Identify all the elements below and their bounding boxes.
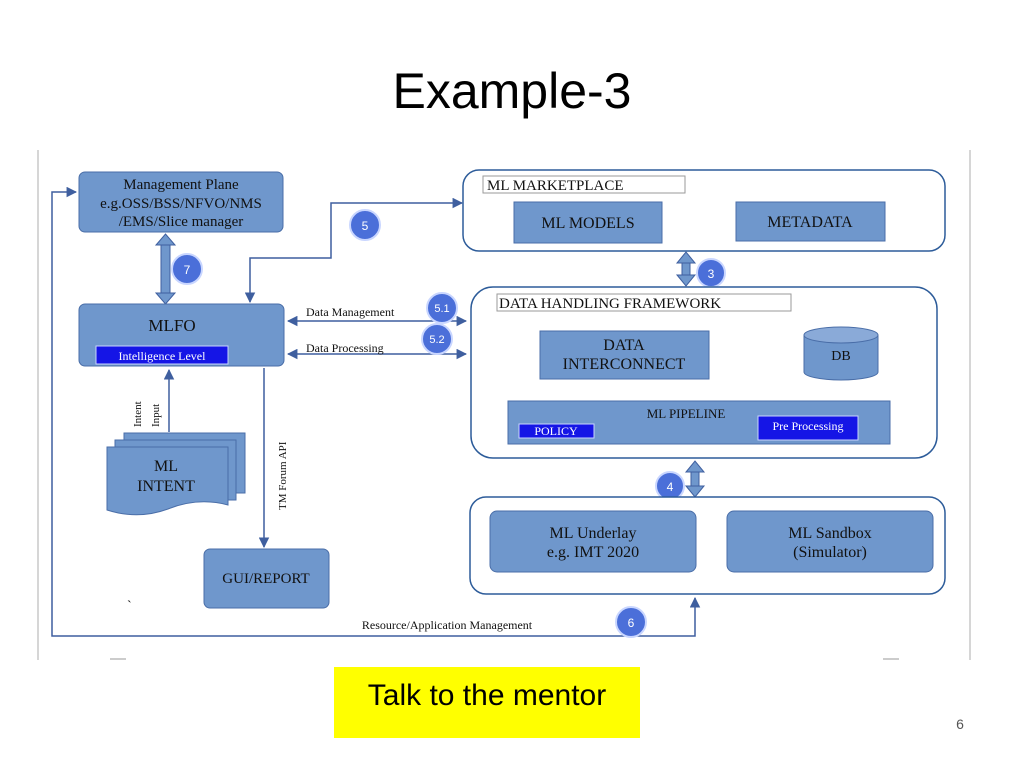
data-handling-framework-title: DATA HANDLING FRAMEWORK — [499, 296, 721, 312]
data-interconnect-line1: DATA — [603, 337, 645, 354]
svg-text:5.1: 5.1 — [434, 303, 449, 315]
badge-4: 4 — [655, 471, 685, 501]
ml-sandbox-line1: ML Sandbox — [788, 525, 871, 542]
data-management-label: Data Management — [306, 305, 395, 319]
ml-intent-document: ML INTENT — [106, 432, 246, 516]
ml-intent-line1: ML — [154, 458, 178, 475]
resource-management-connector — [51, 186, 701, 637]
svg-text:5: 5 — [362, 219, 369, 233]
resource-management-label: Resource/Application Management — [362, 618, 533, 632]
management-plane-box: Management Plane e.g.OSS/BSS/NFVO/NMS /E… — [78, 171, 284, 233]
metadata-label: METADATA — [767, 214, 853, 231]
gui-report-box: GUI/REPORT — [203, 548, 330, 609]
gui-report-label: GUI/REPORT — [222, 571, 309, 587]
ml-models-label: ML MODELS — [541, 215, 634, 232]
data-handling-framework-container: DATA HANDLING FRAMEWORK DATA INTERCONNEC… — [470, 286, 938, 459]
svg-text:4: 4 — [667, 480, 674, 494]
badge-5: 5 — [349, 209, 381, 241]
underlay-container: ML Underlay e.g. IMT 2020 ML Sandbox (Si… — [469, 496, 946, 595]
preprocessing-label: Pre Processing — [773, 419, 844, 433]
badge-7: 7 — [171, 253, 203, 285]
badge-5-2: 5.2 — [421, 323, 453, 355]
ml-marketplace-title: ML MARKETPLACE — [487, 178, 624, 194]
link-3-arrow — [675, 251, 697, 287]
ml-pipeline-label: ML PIPELINE — [647, 406, 726, 421]
mlfo-title: MLFO — [148, 316, 195, 335]
slide-title: Example-3 — [392, 63, 632, 119]
svg-text:6: 6 — [628, 616, 635, 630]
link-4-arrow — [684, 460, 706, 498]
ml-underlay-line2: e.g. IMT 2020 — [547, 544, 639, 561]
ml-underlay-line1: ML Underlay — [550, 525, 637, 542]
badge-3: 3 — [696, 258, 726, 288]
data-interconnect-line2: INTERCONNECT — [563, 356, 686, 373]
svg-text:3: 3 — [708, 267, 715, 281]
talk-to-mentor-note: Talk to the mentor — [334, 667, 640, 738]
badge-5-1: 5.1 — [426, 292, 458, 324]
intent-input-label-2: Input — [150, 404, 162, 427]
link-5-connector — [244, 197, 464, 304]
intent-input-label-1: Intent — [132, 401, 144, 427]
ml-sandbox-line2: (Simulator) — [793, 544, 867, 561]
badge-6: 6 — [615, 606, 647, 638]
ml-marketplace-container: ML MARKETPLACE ML MODELS METADATA — [462, 169, 946, 252]
database-icon: DB — [803, 326, 879, 381]
management-plane-line2: e.g.OSS/BSS/NFVO/NMS — [100, 196, 262, 212]
page-number: 6 — [956, 716, 964, 732]
tm-forum-api-label: TM Forum API — [277, 441, 289, 510]
intelligence-level-label: Intelligence Level — [119, 349, 207, 363]
policy-label: POLICY — [534, 424, 578, 438]
db-label: DB — [831, 349, 850, 364]
data-processing-label: Data Processing — [306, 341, 384, 355]
management-plane-line1: Management Plane — [123, 177, 239, 193]
mlfo-box: MLFO Intelligence Level — [78, 303, 285, 367]
stray-tick-mark: ` — [127, 599, 132, 614]
management-plane-line3: /EMS/Slice manager — [119, 214, 244, 230]
svg-text:7: 7 — [184, 263, 191, 277]
svg-text:5.2: 5.2 — [429, 334, 444, 346]
ml-intent-line2: INTENT — [137, 478, 195, 495]
